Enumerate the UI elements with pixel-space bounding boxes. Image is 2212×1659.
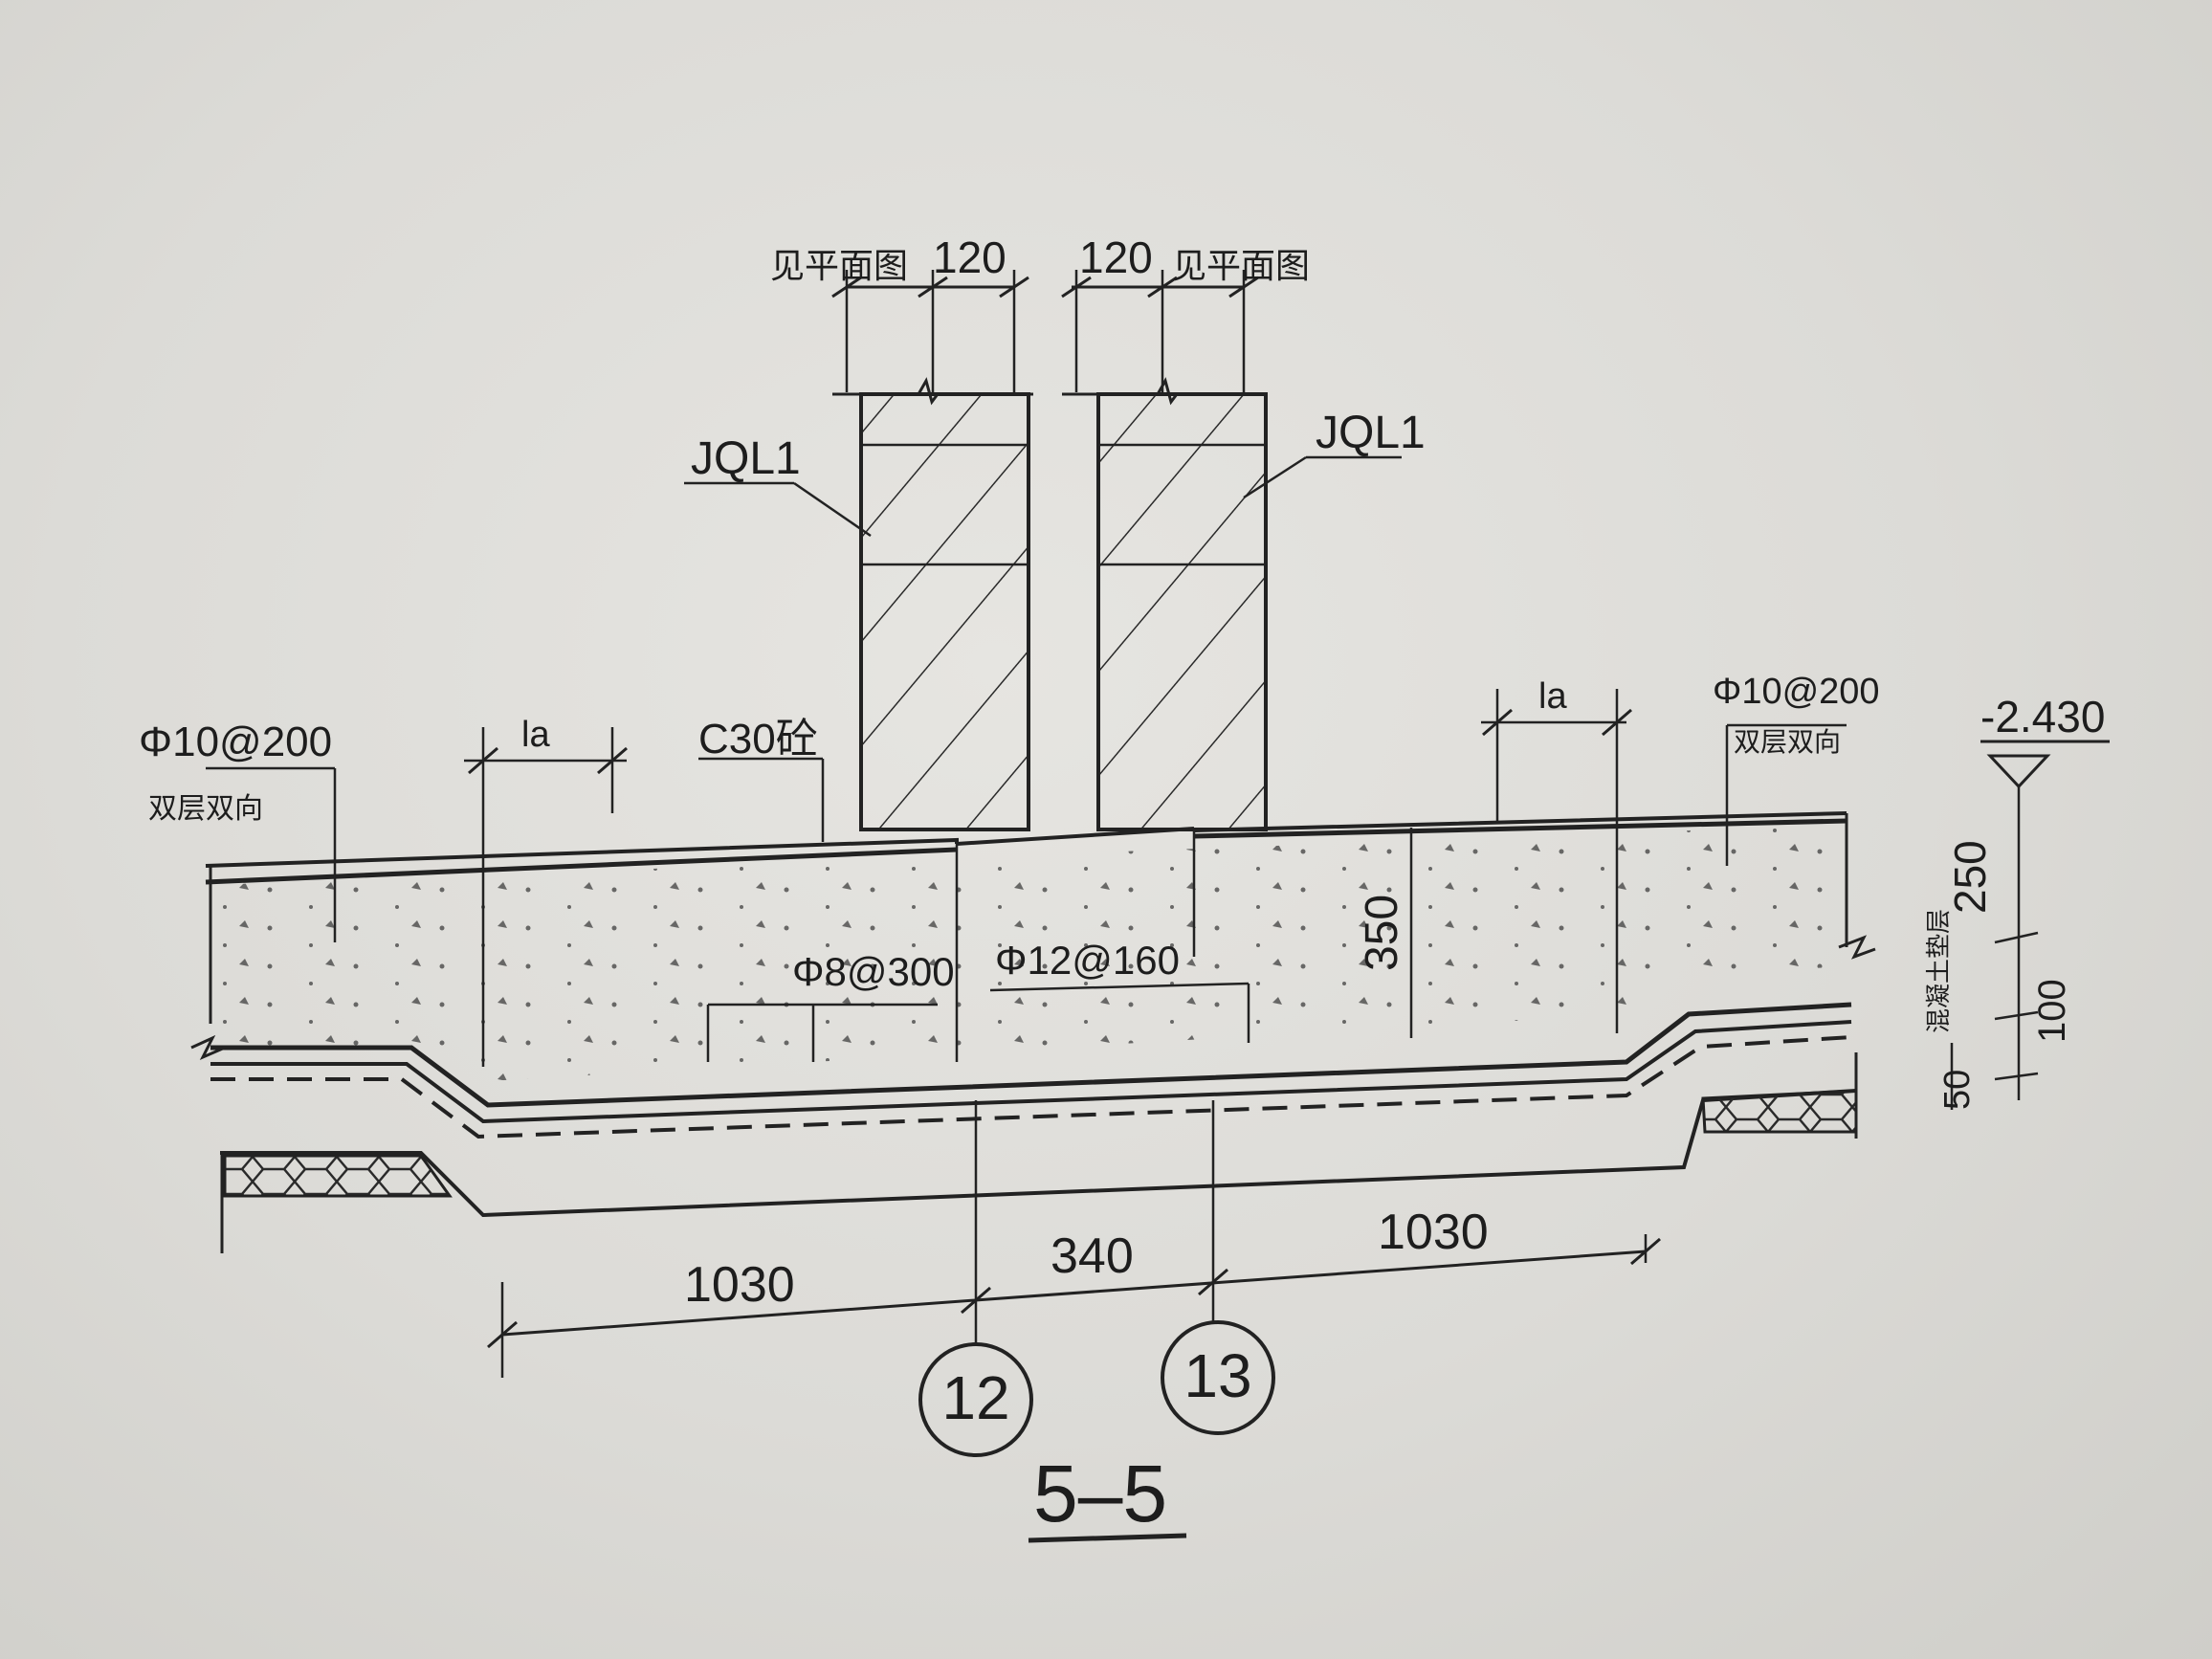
bottom-dim-middle: 340 (1051, 1228, 1134, 1284)
axis-label-13: 13 (1183, 1341, 1251, 1410)
dim-50: 50 (1937, 1070, 1978, 1110)
rebar-top-left: Φ10@200 (139, 719, 332, 765)
bottom-dim-right: 1030 (1378, 1205, 1489, 1260)
side-note: 混凝土垫层 (1925, 909, 1954, 1033)
la-dim-left (464, 727, 628, 1067)
right-beam-label: JQL1 (1316, 408, 1426, 458)
bottom-dim-left: 1030 (684, 1257, 795, 1313)
top-dimension-line (831, 270, 1259, 392)
axis-bubble-13 (1161, 1311, 1275, 1435)
la-label-right: la (1538, 676, 1567, 717)
rebar-top-right: Φ10@200 (1713, 672, 1880, 712)
rebar-bottom-left: Φ8@300 (792, 949, 955, 994)
axis-label-12: 12 (941, 1363, 1009, 1432)
rebar-bottom-right: Φ12@160 (995, 938, 1180, 983)
rebar-top-right-note: 双层双向 (1734, 726, 1841, 758)
axis-bubble-12 (918, 1330, 1033, 1457)
concrete-label: C30砼 (698, 716, 818, 763)
left-column (859, 392, 1030, 831)
dim-250: 250 (1945, 840, 1995, 914)
dim-100: 100 (2031, 979, 2073, 1043)
side-dims (1950, 931, 2039, 1110)
rebar-top-left-note: 双层双向 (148, 792, 263, 826)
la-label-left: la (521, 715, 550, 755)
top-right-note: 见平面图 (1172, 247, 1310, 286)
elevation-marker (1980, 740, 2110, 1100)
la-dim-right (1481, 689, 1632, 1033)
foundation-slab (190, 811, 1876, 1253)
left-beam-label: JQL1 (691, 433, 801, 484)
top-left-dim: 120 (933, 232, 1006, 282)
top-right-dim: 120 (1079, 232, 1153, 282)
rebar-leaders (206, 723, 1847, 1062)
section-title: 5–5 (1033, 1449, 1167, 1538)
elevation-label: -2.430 (1980, 692, 2105, 741)
top-left-note: 见平面图 (770, 247, 908, 286)
bottom-dimension-line (487, 1100, 1661, 1378)
right-column (1096, 392, 1268, 831)
slab-depth-dim: 350 (1357, 895, 1407, 971)
section-title-underline (1028, 1533, 1187, 1543)
